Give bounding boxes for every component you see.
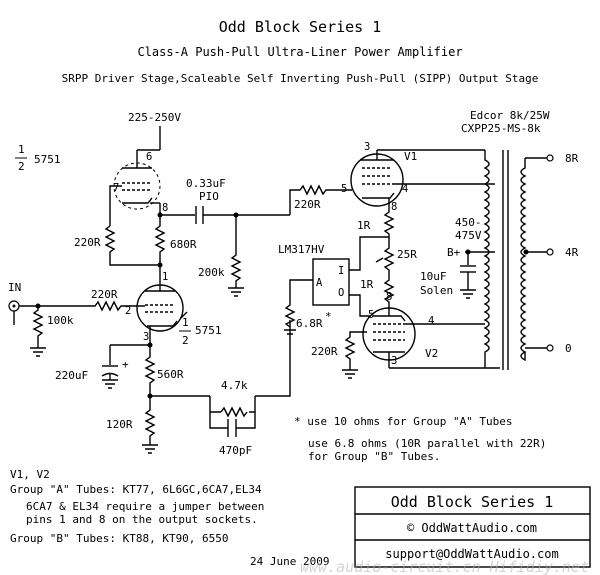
feedback-cap-label: 470pF	[219, 444, 252, 457]
v1-pin-cathode: 8	[391, 201, 397, 213]
r-upper-grid-label: 220R	[74, 236, 101, 249]
r-bottom-label: 120R	[106, 418, 133, 431]
input-shunt-label: 100k	[47, 314, 74, 327]
regulator-name: LM317HV	[278, 243, 325, 256]
r-lower-cathode-label: 560R	[157, 368, 184, 381]
coupling-cap-type: PIO	[199, 190, 219, 203]
v1-grid-resistor-label: 220R	[294, 198, 321, 211]
tap-8-label: 8R	[565, 152, 579, 165]
bplus-range-line2: 475V	[455, 229, 482, 242]
bypass-cap-polarity: +	[122, 358, 129, 371]
decouple-cap-label: 10uF	[420, 270, 447, 283]
r-upper-cathode-label: 680R	[170, 238, 197, 251]
pin-upper-plate: 6	[146, 151, 152, 163]
note-group-b-line2: for Group "B" Tubes.	[308, 450, 440, 463]
regulator-r-top-label: 1R	[357, 219, 371, 232]
tube-list-jumper-2: pins 1 and 8 on the output sockets.	[26, 513, 258, 526]
transformer-model: CXPP25-MS-8k	[461, 122, 541, 135]
tap-4-label: 4R	[565, 246, 579, 259]
coupling-cap-value: 0.33uF	[186, 177, 226, 190]
bypass-cap-label: 220uF	[55, 369, 88, 382]
upper-tube-fraction-num: 1	[18, 143, 25, 156]
v1-label: V1	[404, 150, 417, 163]
pin-upper-grid: 7	[113, 182, 119, 194]
pin-lower-plate: 1	[162, 271, 168, 283]
v2-pin-cathode-top: 8	[386, 291, 392, 303]
note-group-b-line1: use 6.8 ohms (10R parallel with 22R)	[308, 437, 546, 450]
input-grid-resistor-label: 220R	[91, 288, 118, 301]
info-box-title: Odd Block Series 1	[391, 493, 554, 511]
lower-tube-fraction-num: 1	[182, 316, 189, 329]
bplus-label: B+	[447, 246, 461, 259]
output-transformer	[483, 150, 527, 370]
decouple-cap-type: Solen	[420, 284, 453, 297]
bplus-range-line1: 450-	[455, 216, 482, 229]
v2-pin-g2: 4	[428, 315, 434, 327]
schematic-date: 24 June 2009	[250, 555, 329, 568]
upper-driver-tube	[113, 149, 161, 215]
regulator-pin-o: O	[338, 287, 344, 299]
lower-tube-fraction-den: 2	[182, 334, 189, 347]
pin-lower-grid: 2	[125, 305, 131, 317]
v1-pin-g2: 4	[402, 183, 408, 195]
lower-driver-tube	[136, 284, 184, 345]
tube-list-jumper-1: 6CA7 & EL34 require a jumper between	[26, 500, 264, 513]
input-label: IN	[8, 281, 21, 294]
upper-tube-fraction-den: 2	[18, 160, 25, 173]
grid-leak-label: 200k	[198, 266, 225, 279]
info-box-email: support@OddWattAudio.com	[385, 547, 558, 561]
tube-list-heading: V1, V2	[10, 468, 50, 481]
tube-list-group-b: Group "B" Tubes: KT88, KT90, 6550	[10, 532, 229, 545]
pin-lower-cathode: 3	[143, 331, 149, 343]
v2-pin-cathode-bottom: 3	[391, 355, 397, 367]
description: SRPP Driver Stage,Scaleable Self Inverti…	[62, 72, 539, 85]
supply-voltage-label: 225-250V	[128, 111, 181, 124]
info-box-copyright: © OddWattAudio.com	[407, 521, 537, 535]
regulator-set-resistor-mark: *	[325, 310, 332, 323]
note-group-a: * use 10 ohms for Group "A" Tubes	[294, 415, 513, 428]
v1-pin-g1: 5	[341, 183, 347, 195]
tube-list-group-a: Group "A" Tubes: KT77, 6L6GC,6CA7,EL34	[10, 483, 262, 496]
regulator-pin-a: A	[316, 277, 323, 289]
regulator-set-resistor-label: 6.8R	[296, 317, 323, 330]
regulator-pot-label: 25R	[397, 248, 417, 261]
v2-label: V2	[425, 347, 438, 360]
v1-output-tube	[350, 150, 495, 207]
v2-output-tube	[362, 306, 416, 368]
regulator-r-bottom-label: 1R	[360, 278, 374, 291]
page-title: Odd Block Series 1	[219, 18, 382, 36]
pin-upper-cathode: 8	[162, 202, 168, 214]
feedback-resistor-label: 4.7k	[221, 379, 248, 392]
watermark: www.audio-circuit.cn Hifidiy.net	[300, 558, 589, 575]
tap-0-label: 0	[565, 342, 572, 355]
upper-tube-name: 5751	[34, 153, 61, 166]
regulator-pin-i: I	[338, 265, 344, 277]
v1-pin-plate: 3	[364, 141, 370, 153]
transformer-name: Edcor 8k/25W	[470, 109, 550, 122]
subtitle: Class-A Push-Pull Ultra-Liner Power Ampl…	[137, 45, 462, 59]
v2-pin-g1: 5	[368, 309, 374, 321]
v2-grid-resistor-label: 220R	[311, 345, 338, 358]
info-box	[354, 486, 591, 568]
lower-tube-name: 5751	[195, 324, 222, 337]
